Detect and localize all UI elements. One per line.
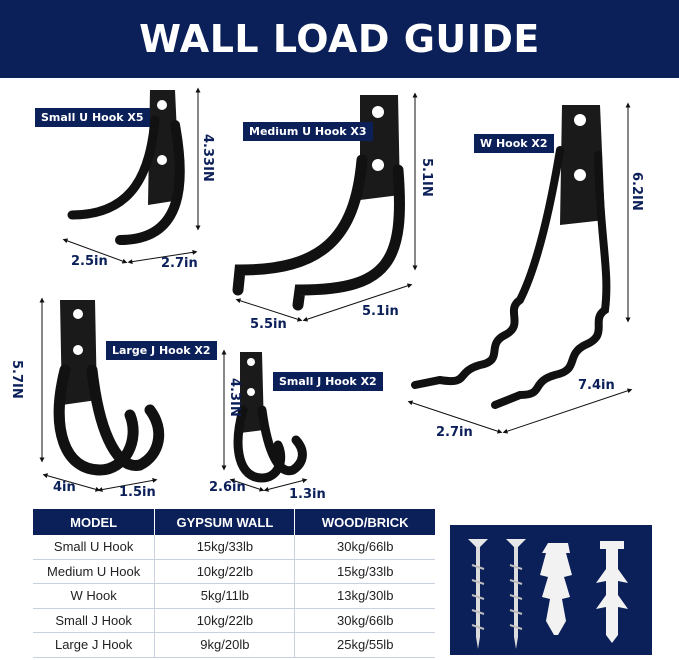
small-u-hook-image: [67, 90, 185, 245]
wall-anchor-icon: [596, 541, 628, 643]
hooks-illustration: [39, 87, 633, 493]
small-j-hook-image: [233, 352, 307, 483]
cell-gypsum: 9kg/20lb: [154, 632, 296, 658]
table-row: Large J Hook 9kg/20lb 25kg/55lb: [33, 632, 435, 658]
medium-u-hook-label: Medium U Hook X3: [243, 122, 373, 141]
header-model: MODEL: [33, 509, 156, 535]
cell-gypsum: 10kg/22lb: [154, 559, 296, 584]
small-u-height-dim: 4.33IN: [200, 134, 215, 182]
medium-u-depth-dim: 5.5in: [250, 317, 287, 332]
medium-u-height-dim: 5.1IN: [419, 158, 434, 197]
table-row: Medium U Hook 10kg/22lb 15kg/33lb: [33, 559, 435, 584]
large-j-depth-dim: 4in: [53, 480, 76, 495]
small-u-depth-dim: 2.5in: [71, 254, 108, 269]
cell-model: W Hook: [33, 583, 156, 609]
hardware-panel: [450, 525, 652, 655]
cell-gypsum: 5kg/11lb: [154, 583, 296, 609]
table-row: Small J Hook 10kg/22lb 30kg/66lb: [33, 608, 435, 633]
small-j-depth-dim: 2.6in: [209, 480, 246, 495]
cell-gypsum: 15kg/33lb: [154, 535, 296, 560]
cell-wood: 30kg/66lb: [294, 608, 435, 633]
header-wood: WOOD/BRICK: [294, 509, 435, 535]
large-j-height-dim: 5.7IN: [9, 360, 24, 399]
w-hook-label: W Hook X2: [474, 134, 554, 153]
w-height-dim: 6.2IN: [629, 172, 644, 211]
cell-wood: 30kg/66lb: [294, 535, 435, 560]
w-depth-dim: 2.7in: [436, 425, 473, 440]
small-j-width-dim: 1.3in: [289, 487, 326, 502]
large-j-width-dim: 1.5in: [119, 485, 156, 500]
screws-and-anchors-image: [468, 539, 628, 649]
small-j-height-dim: 4.3IN: [227, 378, 242, 417]
large-j-hook-label: Large J Hook X2: [106, 341, 217, 360]
large-j-hook-image: [53, 300, 165, 476]
cell-wood: 15kg/33lb: [294, 559, 435, 584]
small-u-width-dim: 2.7in: [161, 256, 198, 271]
table-row: W Hook 5kg/11lb 13kg/30lb: [33, 583, 435, 609]
medium-u-width-dim: 5.1in: [362, 304, 399, 319]
cell-model: Small U Hook: [33, 535, 156, 560]
table-row: Small U Hook 15kg/33lb 30kg/66lb: [33, 535, 435, 560]
cell-wood: 25kg/55lb: [294, 632, 435, 658]
title-banner: WALL LOAD GUIDE: [0, 0, 679, 78]
cell-gypsum: 10kg/22lb: [154, 608, 296, 633]
page-title: WALL LOAD GUIDE: [139, 17, 540, 61]
w-width-dim: 7.4in: [578, 378, 615, 393]
cell-wood: 13kg/30lb: [294, 583, 435, 609]
table-header-row: MODEL GYPSUM WALL WOOD/BRICK: [33, 509, 435, 535]
small-u-hook-label: Small U Hook X5: [35, 108, 150, 127]
screw-icon: [468, 539, 488, 649]
cell-model: Small J Hook: [33, 608, 156, 633]
screw-icon: [506, 539, 526, 649]
cell-model: Large J Hook: [33, 632, 156, 658]
w-hook-image: [411, 105, 611, 409]
cell-model: Medium U Hook: [33, 559, 156, 584]
small-j-hook-label: Small J Hook X2: [273, 372, 383, 391]
wall-anchor-icon: [540, 543, 572, 635]
header-gypsum: GYPSUM WALL: [154, 509, 296, 535]
load-table: MODEL GYPSUM WALL WOOD/BRICK Small U Hoo…: [33, 509, 435, 658]
